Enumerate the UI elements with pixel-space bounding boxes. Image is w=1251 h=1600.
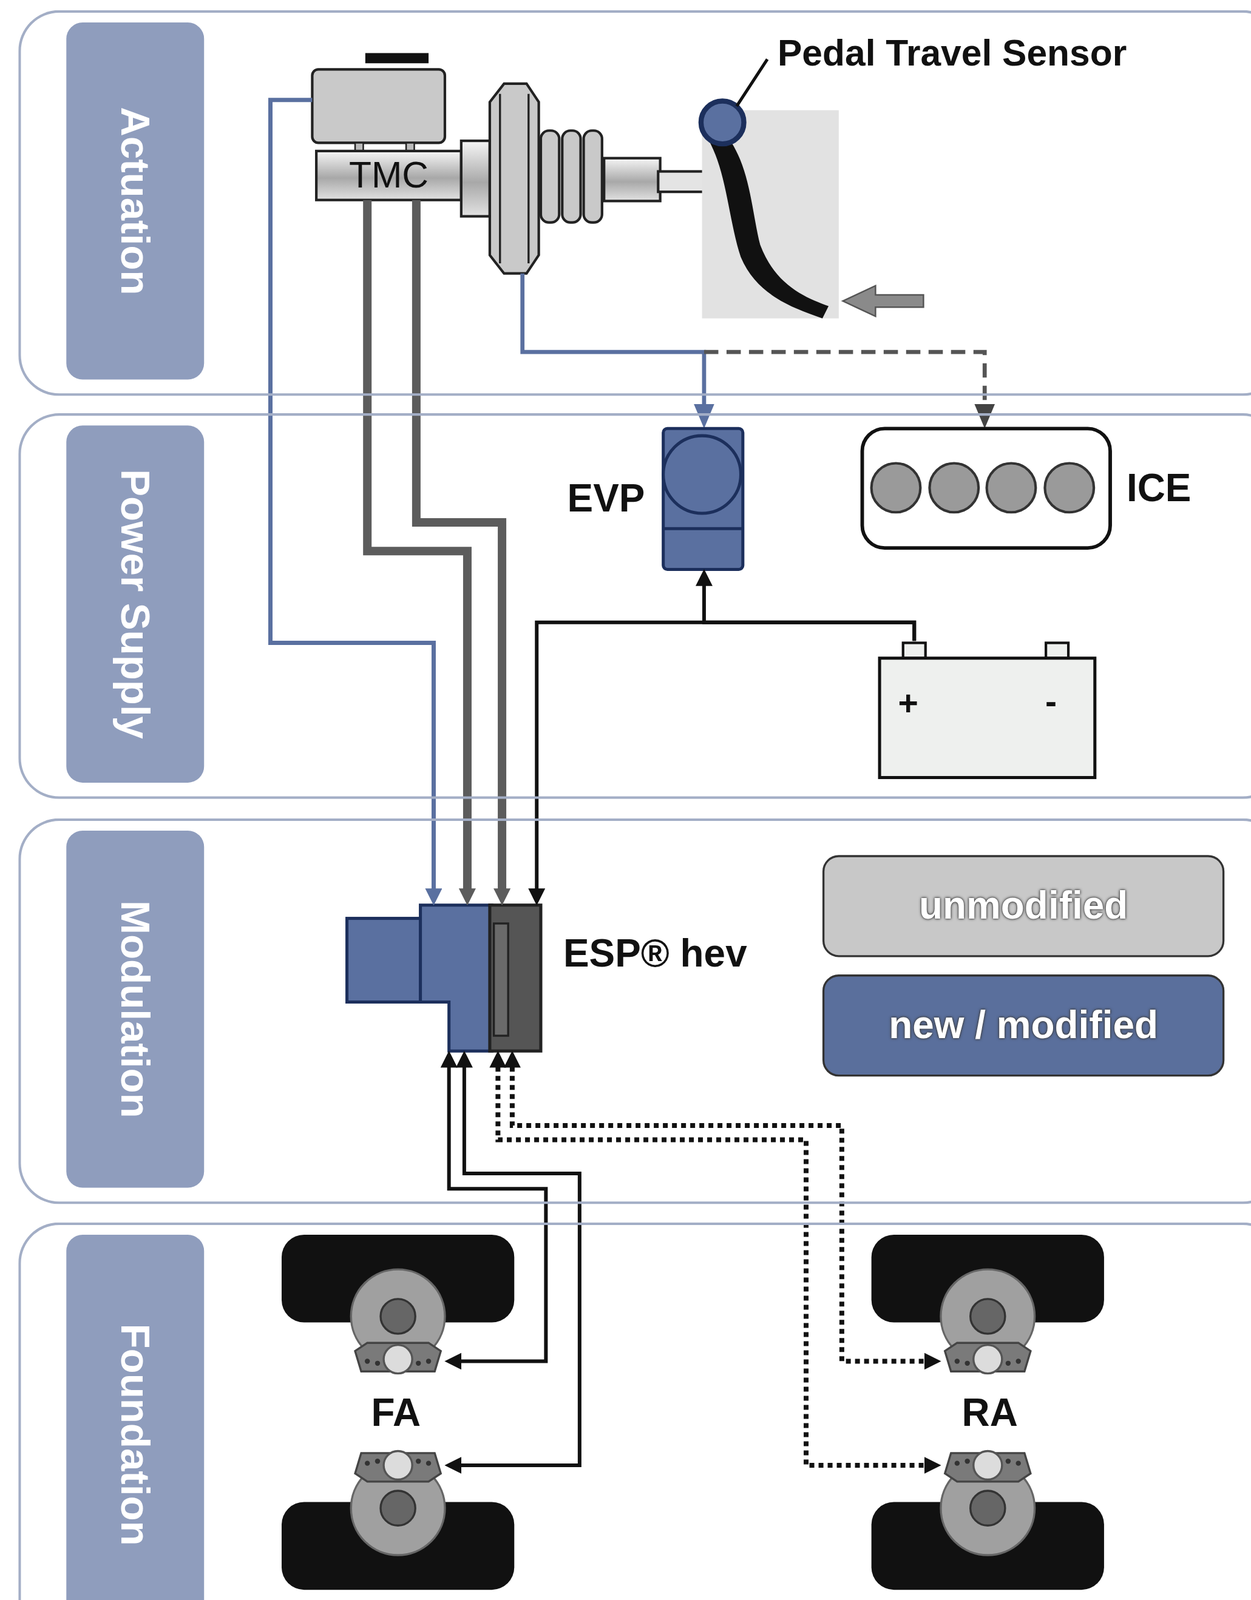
vacuum-pump-box: EVP [663, 428, 743, 570]
band-title: Actuation [112, 106, 158, 295]
node-label: ICE [1126, 467, 1192, 510]
vacuum-line [522, 273, 705, 407]
engine [871, 463, 921, 513]
brake-pedal [701, 59, 924, 319]
axle-label-box: RA [940, 1347, 1039, 1481]
engine [986, 463, 1037, 513]
node-label: RA [962, 1392, 1018, 1435]
esp-unit [489, 905, 541, 1052]
node-label: + [897, 685, 918, 724]
legend-label: unmodified [918, 884, 1128, 928]
brake-pedal [843, 285, 924, 317]
engine [929, 463, 979, 513]
brake-booster [562, 130, 581, 223]
vacuum-pump [663, 428, 743, 570]
connector [270, 100, 434, 890]
connector [512, 1067, 926, 1362]
node-label: - [1045, 683, 1057, 722]
part-label: Pedal Travel Sensor [777, 32, 1127, 74]
battery [879, 643, 1096, 779]
connector [536, 622, 915, 890]
engine-box: ICE [862, 428, 1111, 549]
wheels [871, 1451, 1105, 1591]
master-cylinder-drawing [311, 52, 490, 217]
legend-label: new / modified [888, 1004, 1159, 1048]
wheels [871, 1235, 1105, 1375]
vacuum-pump [663, 435, 742, 514]
brake-pedal [701, 100, 745, 144]
vacuum-line [522, 273, 995, 430]
wheels [281, 1451, 515, 1591]
band-panel: Foundation FA RA [18, 1223, 1251, 1600]
band-tab: Foundation [66, 1235, 204, 1600]
master-cylinder-drawing [365, 52, 429, 64]
master-cylinder: TMC [311, 52, 467, 200]
legend-swatch: new / modified [822, 974, 1225, 1077]
brake-booster [489, 83, 540, 274]
vacuum-pump [663, 527, 743, 531]
brake-booster [498, 94, 501, 264]
engine [862, 428, 1111, 549]
brake-booster [603, 158, 660, 202]
node-label: TMC [316, 151, 462, 201]
brake-pedal [736, 59, 768, 107]
band-tab: Power Supply [66, 425, 204, 784]
band-tab: Actuation [66, 22, 204, 380]
legend-swatch: unmodified [822, 855, 1225, 958]
band-title: Foundation [112, 1323, 158, 1546]
vacuum-line [974, 404, 995, 429]
connector [704, 585, 915, 641]
band-panel: Power SupplyEVPICE+- [18, 413, 1251, 800]
node-label: FA [370, 1392, 421, 1435]
master-cylinder-drawing [461, 140, 490, 217]
band-title: Power Supply [112, 469, 158, 740]
battery [879, 658, 1096, 779]
brake-booster [583, 130, 603, 223]
brake-pedal [704, 122, 829, 319]
vacuum-line [704, 352, 985, 407]
vacuum-pump [663, 428, 743, 570]
band-tab: Modulation [66, 830, 204, 1189]
master-cylinder-drawing [316, 151, 462, 201]
esp-unit [420, 905, 493, 1052]
engine [1044, 463, 1094, 513]
engine [862, 428, 1111, 549]
esp-unit [347, 905, 541, 1052]
connector [416, 200, 502, 890]
wheels [281, 1235, 1105, 1591]
axle-label-box: FA [347, 1347, 445, 1481]
esp-unit [347, 918, 421, 1003]
node-label: ESP® hev [563, 932, 748, 976]
brake-booster [527, 94, 530, 264]
vacuum-line [693, 404, 715, 429]
master-cylinder-drawing [311, 69, 445, 143]
battery [1045, 643, 1069, 659]
connector [497, 1067, 926, 1466]
esp-unit-box: ESP® hev [347, 905, 541, 1052]
esp-unit [494, 923, 509, 1037]
battery-box: +- [879, 640, 1096, 778]
band-title: Modulation [112, 900, 158, 1119]
brake-booster [540, 130, 560, 223]
wheels [281, 1235, 515, 1375]
node-label: EVP [567, 477, 646, 521]
battery [903, 643, 926, 659]
